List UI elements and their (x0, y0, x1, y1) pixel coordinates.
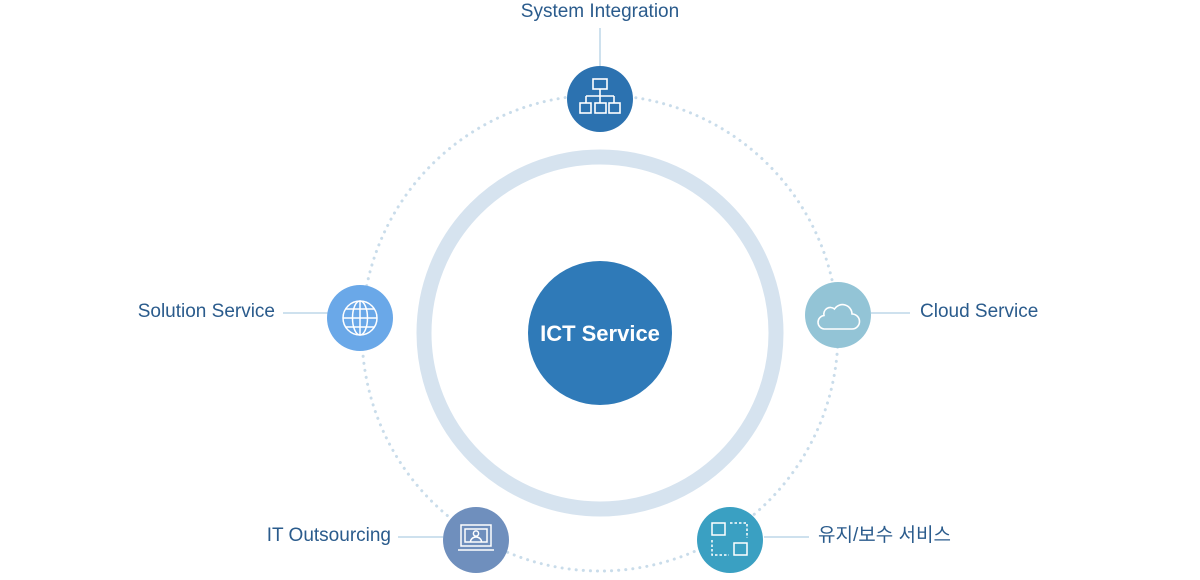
globe-icon (342, 300, 378, 336)
solution-service-label: Solution Service (137, 301, 275, 322)
node-maintenance-service-circle (697, 507, 763, 573)
monitor-user-icon (458, 524, 494, 551)
node-system-integration[interactable] (567, 66, 633, 132)
system-integration-label: System Integration (520, 1, 680, 22)
node-it-outsourcing-circle (443, 507, 509, 573)
node-cloud-service[interactable] (805, 282, 871, 348)
node-maintenance-service[interactable] (697, 507, 763, 573)
hierarchy-icon (579, 78, 621, 114)
maintenance-service-label: 유지/보수 서비스 (818, 525, 951, 546)
node-it-outsourcing[interactable] (443, 507, 509, 573)
inner-ring (416, 149, 784, 517)
center-circle (528, 261, 672, 405)
maintenance-blocks-icon (711, 522, 748, 556)
node-solution-service[interactable] (327, 285, 393, 351)
node-cloud-service-circle (805, 282, 871, 348)
it-outsourcing-label: IT Outsourcing (266, 525, 391, 546)
cloud-icon (817, 303, 861, 330)
center-label: ICT Service (540, 321, 660, 346)
cloud-service-label: Cloud Service (920, 301, 1039, 322)
